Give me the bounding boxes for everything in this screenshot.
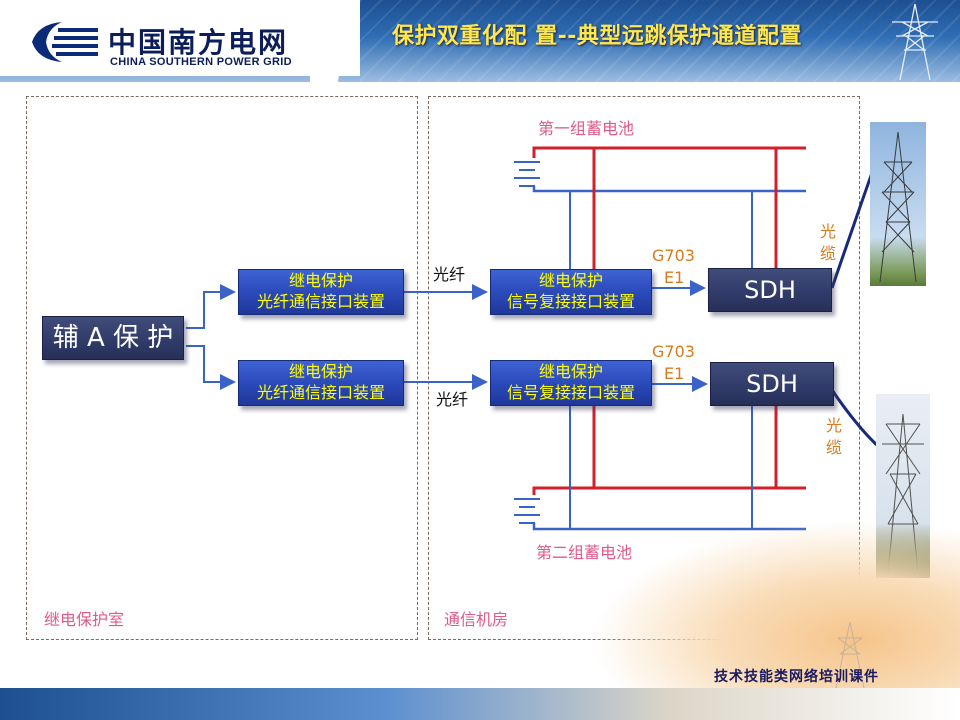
fiber-interface-1-line2: 光纤通信接口装置	[256, 292, 385, 311]
tower-photo-1	[870, 122, 926, 286]
grid-logo-icon	[32, 22, 98, 62]
slide-title: 保护双重化配 置--典型远跳保护通道配置	[392, 24, 802, 49]
cable-label-1b: 缆	[820, 244, 837, 263]
mux-1-line2: 信号复接接口装置	[506, 292, 635, 311]
relay-room-label: 继电保护室	[44, 610, 125, 629]
fiber-interface-2-line2: 光纤通信接口装置	[256, 383, 385, 402]
footer-tower-icon	[835, 621, 865, 688]
main-to-interfaces-wires	[186, 284, 236, 390]
tower-icon	[892, 3, 938, 81]
relay-room-region	[26, 96, 418, 640]
mux-interface-block-2[interactable]: 继电保护 信号复接接口装置	[490, 360, 652, 406]
sdh-block-2[interactable]: SDH	[710, 362, 834, 406]
footer-glow	[590, 520, 960, 720]
e1-wires	[652, 280, 708, 392]
e1-label-1: E1	[664, 268, 685, 287]
main-protection-block[interactable]: 辅 A 保 护	[42, 316, 184, 360]
g703-label-2: G703	[652, 342, 695, 361]
fiber-interface-block-1[interactable]: 继电保护 光纤通信接口装置	[238, 269, 404, 315]
fiber-wires	[404, 284, 488, 390]
footer-band	[0, 688, 960, 720]
transmission-tower-icon	[882, 413, 924, 575]
sdh-block-1[interactable]: SDH	[708, 268, 832, 312]
g703-label-1: G703	[652, 246, 695, 265]
e1-label-2: E1	[664, 364, 685, 383]
header-decoration	[360, 0, 960, 82]
battery-1-icon	[514, 146, 806, 193]
battery-1-feeds	[569, 148, 778, 270]
footer-caption: 技术技能类网络培训课件	[714, 669, 879, 685]
fiber-interface-1-line1: 继电保护	[288, 271, 353, 290]
fiber-label-1: 光纤	[433, 265, 466, 284]
logo-text-cn: 中国南方电网	[108, 26, 289, 59]
comm-room-label: 通信机房	[444, 610, 509, 629]
sdh-2-label: SDH	[746, 370, 798, 398]
mux-2-line1: 继电保护	[538, 362, 603, 381]
header-banner: 中国南方电网 CHINA SOUTHERN POWER GRID 保护双重化配 …	[0, 0, 960, 82]
cable-label-2b: 缆	[826, 438, 843, 457]
transmission-tower-icon	[879, 131, 917, 283]
mux-interface-block-1[interactable]: 继电保护 信号复接接口装置	[490, 269, 652, 315]
fiber-interface-block-2[interactable]: 继电保护 光纤通信接口装置	[238, 360, 404, 406]
logo-panel-slant	[310, 0, 400, 82]
battery-2-feeds	[569, 406, 778, 529]
fiber-label-2: 光纤	[436, 390, 469, 409]
logo-text-en: CHINA SOUTHERN POWER GRID	[110, 56, 292, 68]
cable-label-1a: 光	[820, 222, 837, 241]
main-protection-label: 辅 A 保 护	[52, 323, 174, 353]
fiber-interface-2-line1: 继电保护	[288, 362, 353, 381]
battery-1-label: 第一组蓄电池	[538, 119, 635, 138]
mux-2-line2: 信号复接接口装置	[506, 383, 635, 402]
sdh-1-label: SDH	[744, 276, 796, 304]
mux-1-line1: 继电保护	[538, 271, 603, 290]
cable-label-2a: 光	[826, 416, 843, 435]
